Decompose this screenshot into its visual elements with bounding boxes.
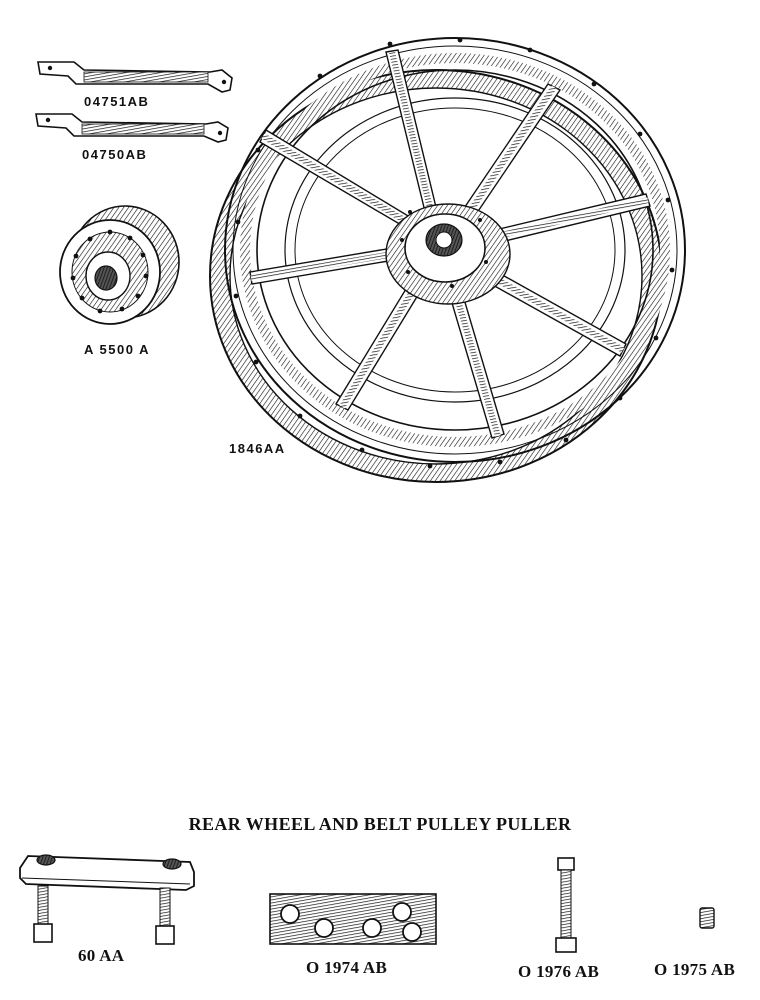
part-label-1846aa: 1846AA <box>229 441 286 456</box>
part-label-o1974ab: O 1974 AB <box>306 958 388 977</box>
part-label-o1975ab: O 1975 AB <box>654 960 736 979</box>
nut-o1975ab-drawing <box>699 907 715 929</box>
bolt-o1976ab-drawing <box>555 857 577 953</box>
wheel-1846aa-drawing <box>209 37 686 483</box>
plate-o1974ab-drawing <box>269 893 437 945</box>
strap-04751ab-drawing <box>37 61 233 93</box>
puller-bar-60aa-drawing <box>19 854 195 945</box>
part-label-o1976ab: O 1976 AB <box>518 962 600 981</box>
part-label-04751ab: 04751AB <box>84 94 150 109</box>
section-title: REAR WHEEL AND BELT PULLEY PULLER <box>188 814 572 834</box>
part-label-04750ab: 04750AB <box>82 147 148 162</box>
hub-a5500a-drawing <box>59 205 180 325</box>
part-label-a5500a: A 5500 A <box>84 342 150 357</box>
part-label-60aa: 60 AA <box>78 946 125 965</box>
strap-04750ab-drawing <box>35 113 229 143</box>
